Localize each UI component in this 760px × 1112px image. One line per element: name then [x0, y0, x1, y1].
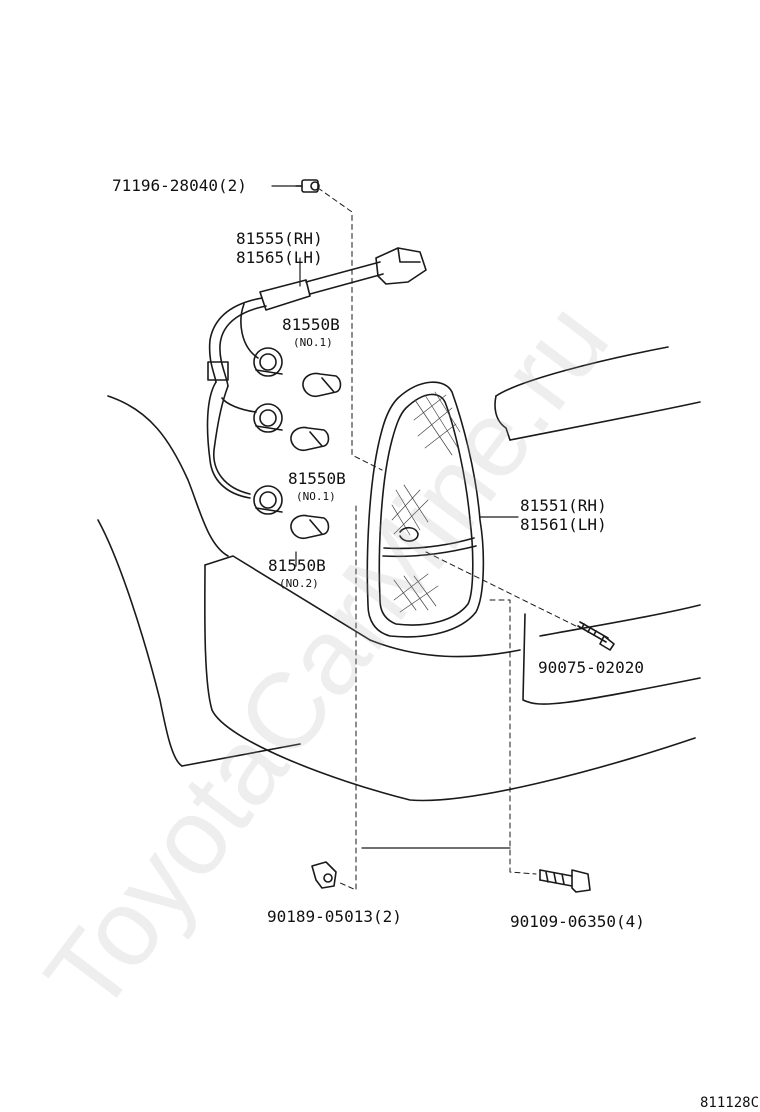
part-label-81551-rh: 81551(RH) [520, 496, 607, 515]
leader-lines [271, 185, 519, 849]
bulbs [290, 372, 342, 540]
part-sub-label-no1-b: (NO.1) [296, 490, 336, 503]
installation-guide-lines [317, 187, 581, 891]
part-label-81550b-no2: 81550B [268, 556, 326, 575]
tail-lamp-lens [366, 381, 485, 638]
part-label-81555-rh: 81555(RH) [236, 229, 323, 248]
part-label-81565-lh: 81565(LH) [236, 248, 323, 267]
vehicle-body-outline [97, 346, 701, 802]
part-sub-label-no2: (NO.2) [279, 577, 319, 590]
wire-harness [206, 247, 427, 499]
figure-code: 811128C [700, 1095, 760, 1111]
part-label-90189-05013: 90189-05013(2) [267, 907, 402, 926]
part-label-81550b-no1-a: 81550B [282, 315, 340, 334]
screw-90075 [577, 621, 615, 651]
part-label-81550b-no1-b: 81550B [288, 469, 346, 488]
part-label-71196-28040: 71196-28040(2) [112, 176, 247, 195]
part-label-90109-06350: 90109-06350(4) [510, 912, 645, 931]
clip-90189 [311, 861, 337, 889]
bulb-sockets [253, 347, 283, 515]
part-label-81561-lh: 81561(LH) [520, 515, 607, 534]
part-sub-label-no1-a: (NO.1) [293, 336, 333, 349]
bolt-90109 [539, 869, 591, 893]
part-label-90075-02020: 90075-02020 [538, 658, 644, 677]
